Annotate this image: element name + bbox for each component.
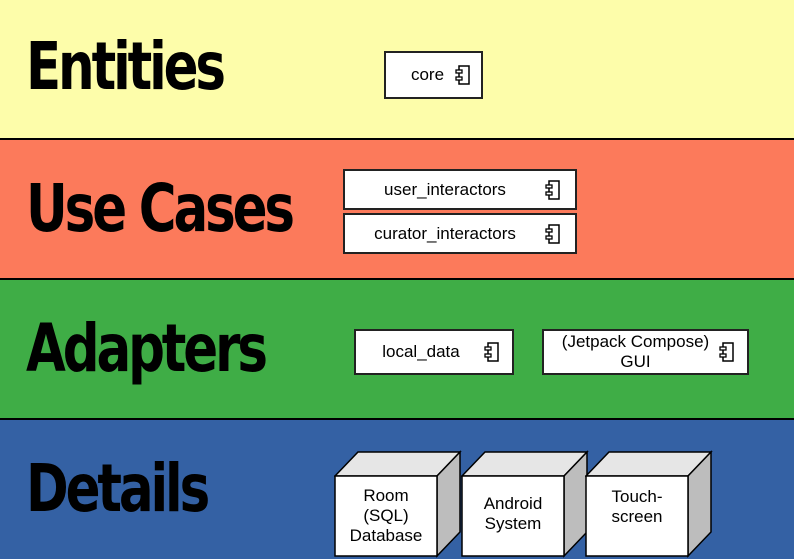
node-touch-screen[interactable]: Touch- screen [585,448,713,558]
layer-title-use-cases: Use Cases [26,170,295,247]
component-label: curator_interactors [374,223,516,243]
component-label: (Jetpack Compose) GUI [562,332,709,372]
component-curator-interactors[interactable]: curator_interactors [343,213,577,254]
node-label-line: Android [483,494,543,513]
node-label: Room (SQL) Database [335,476,437,556]
node-label-line: Room [363,486,409,505]
component-icon [719,342,734,362]
component-gui[interactable]: (Jetpack Compose) GUI [542,329,749,375]
node-shape [334,450,462,558]
node-shape [585,450,713,558]
layer-title-adapters: Adapters [26,310,268,387]
layer-title-entities: Entities [26,28,226,105]
node-label: Android System [462,476,564,552]
layer-use-cases: Use Cases user_interactors curator_inter… [0,138,794,280]
node-label-line: Database [349,526,423,545]
component-label: core [410,65,445,84]
node-room-database[interactable]: Room (SQL) Database [334,448,462,558]
component-label: user_interactors [384,179,506,199]
node-android-system[interactable]: Android System [461,448,589,558]
component-icon [545,223,560,244]
component-icon [545,179,560,200]
layer-details: Details Room (SQL) Database Android Syst… [0,418,794,559]
layer-adapters: Adapters local_data (Jetpack Compose) GU… [0,278,794,420]
component-core[interactable]: core [384,51,483,99]
component-label: local_data [382,342,460,361]
node-label-line: screen [611,507,663,526]
node-label-line: System [484,514,542,533]
layer-title-details: Details [26,450,210,527]
component-icon [484,342,499,362]
gui-label-line-1: (Jetpack Compose) [561,332,710,351]
component-icon [455,65,470,85]
node-shape [461,450,589,558]
node-label-line: (SQL) [363,506,409,525]
component-local-data[interactable]: local_data [354,329,514,375]
layer-entities: Entities core [0,0,794,140]
gui-label-line-2: GUI [620,352,651,371]
node-label-line: Touch- [611,487,663,506]
component-user-interactors[interactable]: user_interactors [343,169,577,210]
node-label: Touch- screen [586,476,688,538]
